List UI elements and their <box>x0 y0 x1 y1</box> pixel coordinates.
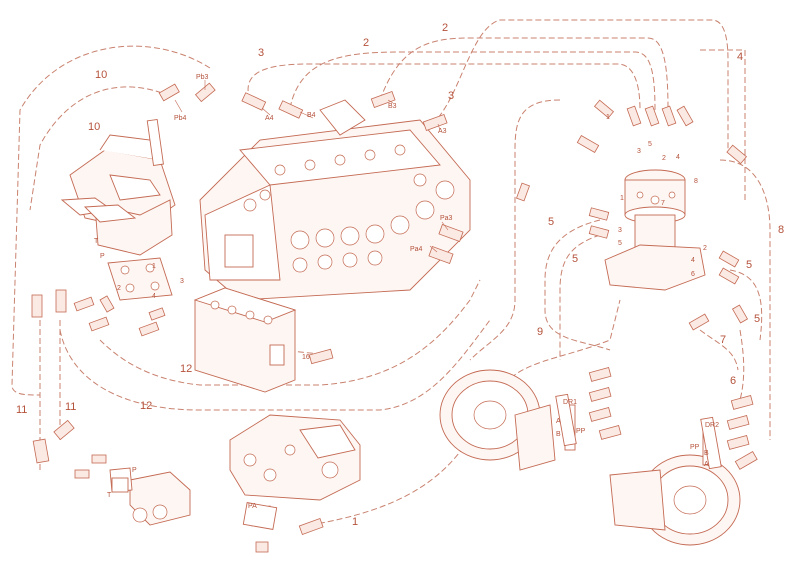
port-label-dr1: DR1 <box>563 399 577 406</box>
swivel-top-4: 4 <box>676 154 680 161</box>
travel-motor-right <box>609 419 741 546</box>
swivel-port-3: 3 <box>618 227 622 234</box>
hose-label-10: 10 <box>95 69 107 81</box>
pilot-control-valve <box>60 118 176 256</box>
hose-label-7: 7 <box>720 334 726 346</box>
hose-line-5-a <box>544 219 611 351</box>
hose-line-7 <box>699 329 739 371</box>
hose-label-5: 5 <box>548 216 554 228</box>
port-label-pa: PA <box>248 503 257 510</box>
motor-port-plates <box>111 393 722 530</box>
port-label-p: P <box>100 253 105 260</box>
hose-line-5-b <box>559 234 601 360</box>
hose-label-3: 3 <box>448 90 454 102</box>
port-label-b: B <box>556 431 561 438</box>
plate-port-3: 3 <box>180 278 184 285</box>
hose-line-12-b <box>59 319 491 411</box>
swivel-top-5: 5 <box>648 141 652 148</box>
hose-label-9: 9 <box>537 326 543 338</box>
hose-number-labels: 1 2 2 3 3 4 5 5 5 5 6 7 8 9 10 10 11 11 … <box>16 22 784 528</box>
hose-label-1: 1 <box>352 516 358 528</box>
hose-label-11: 11 <box>65 401 76 413</box>
hose-line-2-top <box>289 51 656 111</box>
hose-label-5: 5 <box>754 313 760 325</box>
hose-label-11: 11 <box>16 404 27 416</box>
hose-label-2: 2 <box>363 37 369 49</box>
leader-lines <box>174 80 449 253</box>
swivel-top-2: 2 <box>662 155 666 162</box>
plate-port-1: 1 <box>152 263 156 270</box>
hose-label-4: 4 <box>737 51 743 63</box>
port-label-pp: PP <box>690 444 700 451</box>
manifold-block <box>193 287 297 393</box>
swivel-joint <box>604 169 706 291</box>
joint-number-labels: 1 2 3 4 5 6 7 8 1 2 3 4 1 2 3 4 5 <box>117 114 707 300</box>
valve-spools <box>243 144 455 273</box>
travel-motor-left <box>439 369 576 471</box>
port-label-t: T <box>107 492 112 499</box>
hose-label-8: 8 <box>778 224 784 236</box>
hose-line-10-inner <box>29 86 171 211</box>
plate-port-2: 2 <box>117 285 121 292</box>
swivel-top-1: 1 <box>606 114 610 121</box>
port-label-b4: B4 <box>307 112 316 119</box>
port-label-pb4: Pb4 <box>174 115 187 122</box>
swivel-port-1: 1 <box>620 195 624 202</box>
hose-line-5-right <box>729 269 763 341</box>
hose-line-3-b <box>431 19 729 150</box>
hose-label-5: 5 <box>746 259 752 271</box>
hose-line-8 <box>719 159 771 440</box>
swivel-top-3: 3 <box>637 148 641 155</box>
hose-fittings <box>31 82 758 553</box>
swivel-port-5: 5 <box>618 240 622 247</box>
port-label-a: A <box>704 461 709 468</box>
hose-label-5: 5 <box>572 253 578 265</box>
hose-label-12: 12 <box>140 400 152 412</box>
plate-port-4: 4 <box>152 293 156 300</box>
hose-line-9 <box>469 99 561 361</box>
port-label-b3: B3 <box>388 103 397 110</box>
swivel-port-8: 8 <box>694 178 698 185</box>
port-label-pb3: Pb3 <box>196 74 209 81</box>
port-label-dr2: DR2 <box>705 422 719 429</box>
pilot-cut-valve <box>109 467 191 526</box>
port-label-pa4: Pa4 <box>410 246 423 253</box>
port-label-a4: A4 <box>265 115 274 122</box>
main-control-valve <box>199 99 471 301</box>
joystick-port-plate <box>107 257 173 301</box>
port-label-t: T <box>94 238 99 245</box>
hose-label-2: 2 <box>442 22 448 34</box>
hose-line-10-outer <box>11 45 211 396</box>
port-label-b: B <box>704 450 709 457</box>
hose-line-2-top-b <box>379 37 669 111</box>
port-labels: Pb3 Pb4 A4 B4 B3 A3 Pa3 Pa4 PA DR1 DR2 P… <box>94 74 719 510</box>
hose-label-6: 6 <box>730 375 736 387</box>
port-label-pa3: Pa3 <box>440 215 453 222</box>
hose-line-4-right <box>700 49 746 200</box>
swivel-port-2: 2 <box>703 245 707 252</box>
swivel-port-6: 6 <box>691 271 695 278</box>
swivel-port-4: 4 <box>691 257 695 264</box>
hose-line-3-top <box>247 63 641 111</box>
port-label-pp: PP <box>576 428 586 435</box>
swivel-port-7: 7 <box>661 200 665 207</box>
port-label-a: A <box>556 418 561 425</box>
port-label-a3: A3 <box>438 128 447 135</box>
hose-label-3: 3 <box>258 47 264 59</box>
hose-label-10: 10 <box>88 121 100 133</box>
hose-line-6 <box>739 329 745 401</box>
port-label-p: P <box>132 467 137 474</box>
hose-label-12: 12 <box>180 363 192 375</box>
hose-label-16: 16 <box>302 354 310 361</box>
